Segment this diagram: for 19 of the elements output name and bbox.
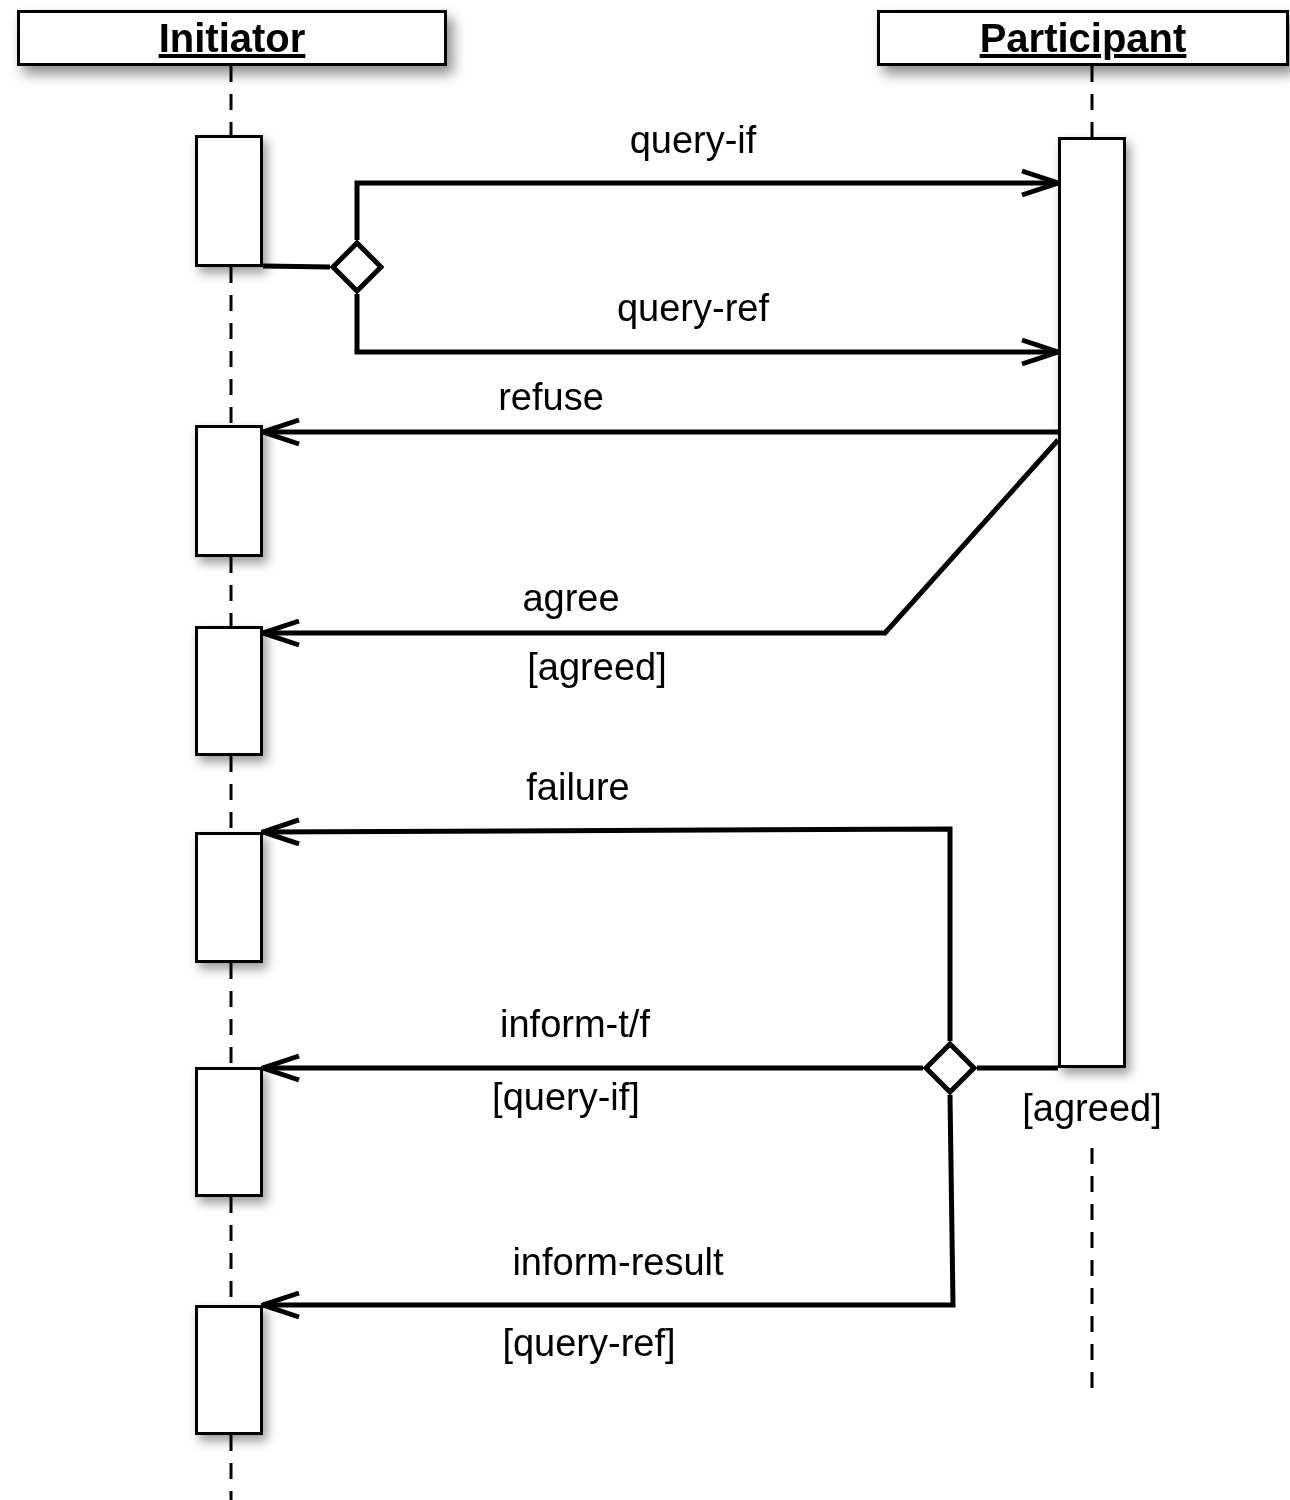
lifeline-header: Initiator — [17, 10, 447, 66]
lifeline — [229, 66, 233, 135]
activation-bar — [195, 135, 263, 267]
activation-bar — [195, 626, 263, 756]
arrow — [260, 1094, 956, 1320]
activation-bar — [195, 832, 263, 963]
lifeline — [1090, 66, 1094, 137]
decision-diamond — [330, 240, 384, 294]
activation-bar — [1058, 137, 1126, 1068]
arrow — [260, 817, 953, 1041]
activation-bar — [195, 1067, 263, 1197]
lifeline — [229, 1435, 233, 1500]
lifeline — [229, 267, 233, 425]
lifeline-header: Participant — [877, 10, 1289, 66]
lifeline — [229, 557, 233, 626]
arrow — [260, 1053, 923, 1083]
activation-bar — [195, 425, 263, 557]
activation-bar — [195, 1305, 263, 1435]
decision-diamond — [923, 1041, 977, 1095]
